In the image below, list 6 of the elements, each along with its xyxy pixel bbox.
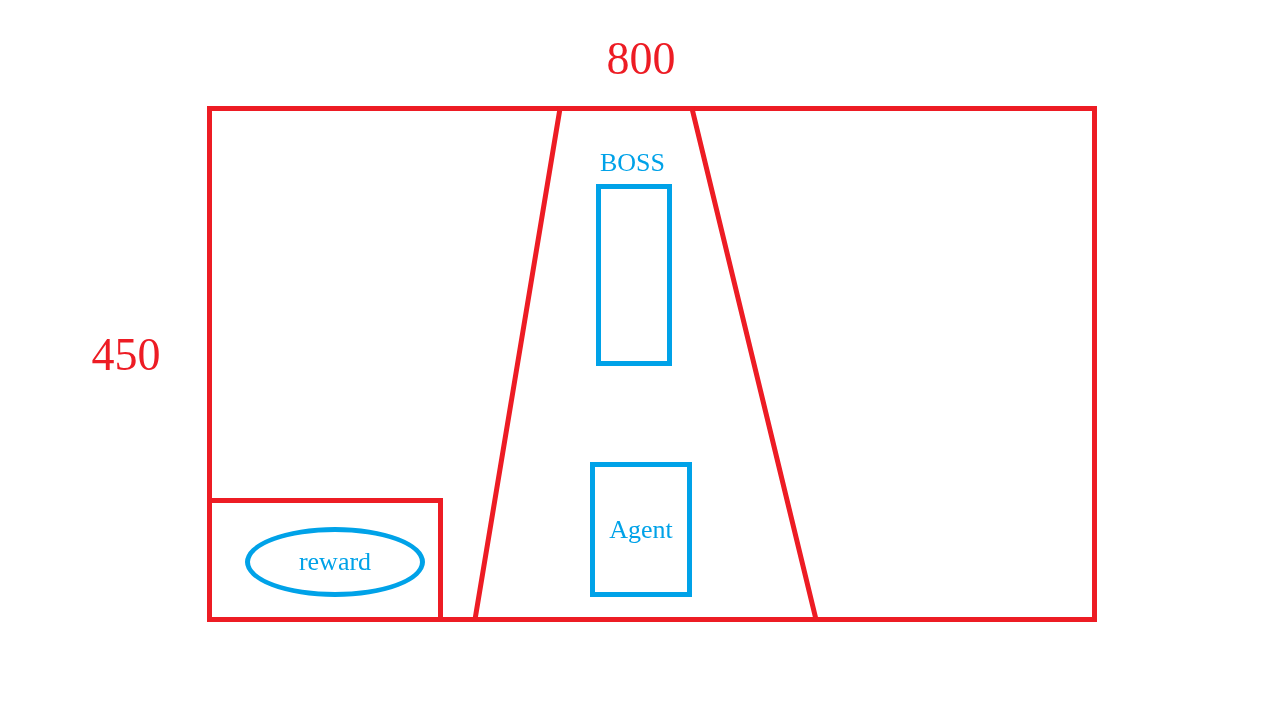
- agent-box: Agent: [590, 462, 692, 597]
- reward-ellipse: reward: [245, 527, 425, 597]
- height-dimension-label: 450: [91, 327, 161, 381]
- boss-label: BOSS: [598, 147, 666, 179]
- screen-frame: [207, 106, 1097, 622]
- width-dimension-label: 800: [606, 31, 676, 85]
